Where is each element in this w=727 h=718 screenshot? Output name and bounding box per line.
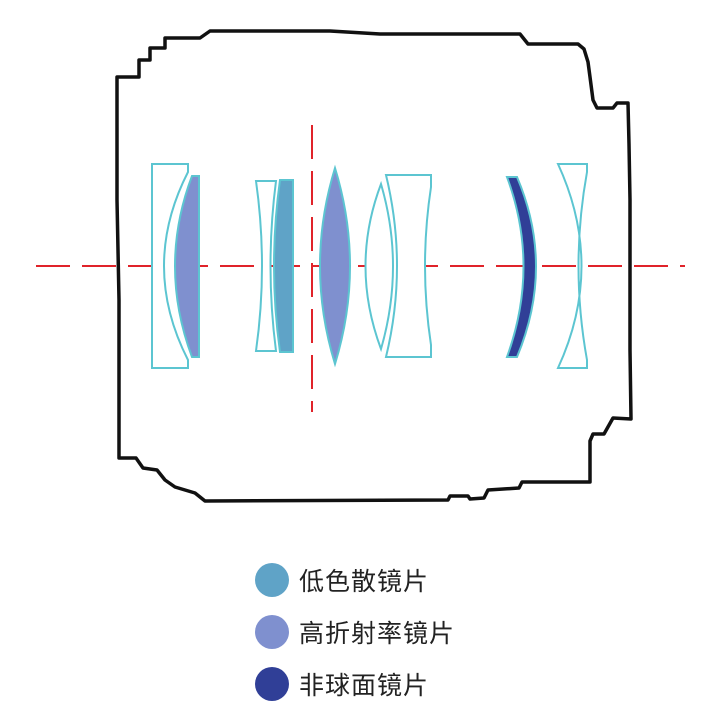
lens-barrel-outline bbox=[115, 29, 633, 503]
lens-element-2-high-refractive bbox=[174, 175, 200, 358]
lens-element-1-outline bbox=[151, 163, 189, 369]
lens-element-7-outline bbox=[384, 174, 432, 358]
lens-element-5-high-refractive bbox=[319, 164, 351, 368]
legend-swatch-high-refractive bbox=[255, 614, 289, 649]
legend-label-high-refractive: 高折射率镜片 bbox=[299, 618, 456, 648]
lens-element-3-outline bbox=[254, 180, 278, 352]
lens-element-6-outline bbox=[364, 180, 394, 353]
lens-element-8-aspherical bbox=[505, 176, 537, 358]
legend-swatch-aspherical bbox=[255, 666, 289, 701]
legend-swatch-low-dispersion bbox=[255, 562, 289, 597]
legend-label-aspherical: 非球面镜片 bbox=[299, 670, 430, 700]
legend-item-aspherical: 非球面镜片 bbox=[255, 666, 455, 701]
lens-element-4-low-dispersion bbox=[273, 179, 294, 353]
lens-element-9-outline bbox=[556, 163, 588, 369]
legend-label-low-dispersion: 低色散镜片 bbox=[299, 566, 430, 596]
legend-item-low-dispersion: 低色散镜片 bbox=[255, 562, 455, 597]
legend: 低色散镜片 高折射率镜片 非球面镜片 bbox=[255, 562, 455, 718]
legend-item-high-refractive: 高折射率镜片 bbox=[255, 614, 455, 649]
